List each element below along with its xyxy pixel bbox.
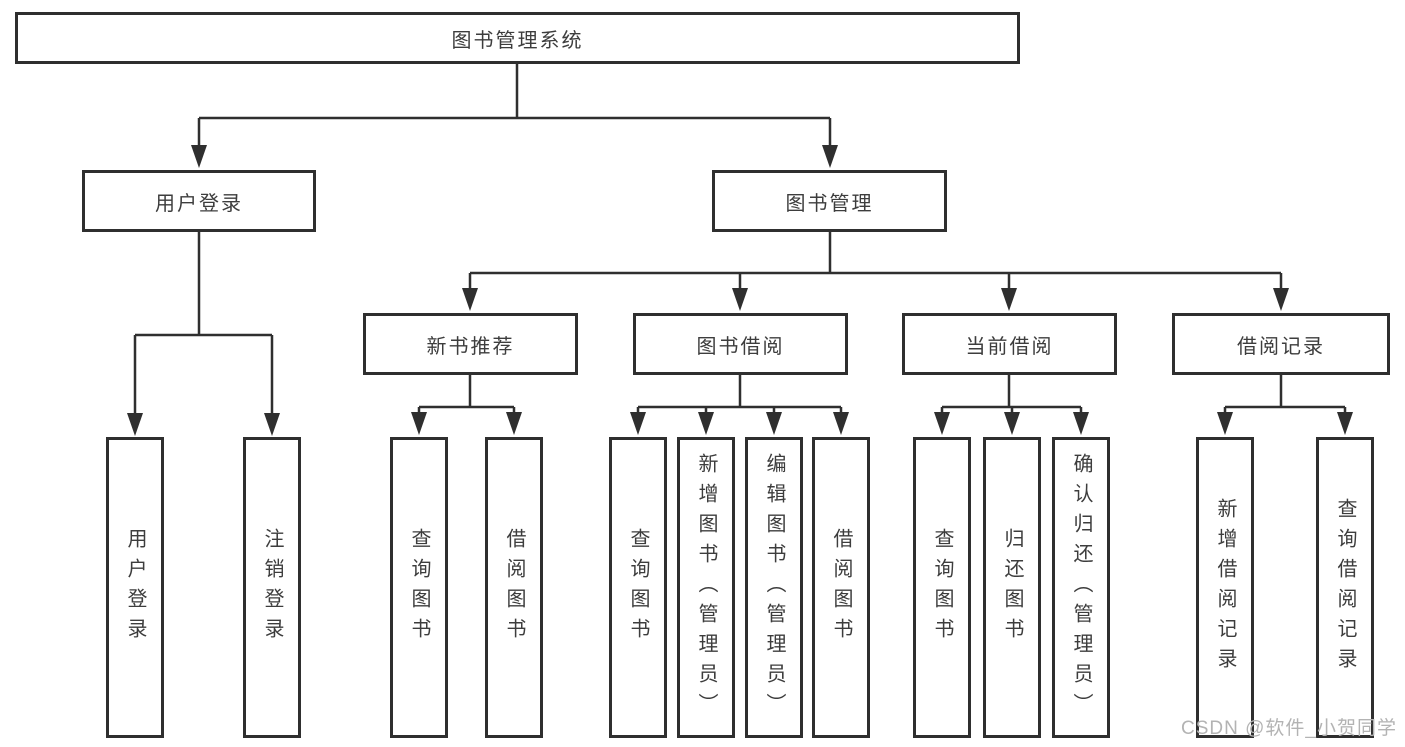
node-book-management: 图书管理 — [712, 170, 947, 232]
leaf-logout-login: 注销登录 — [243, 437, 301, 738]
leaf-query-book-recommend-label: 查询图书 — [408, 527, 430, 648]
leaf-confirm-return-admin: 确认归还（管理员） — [1052, 437, 1110, 738]
leaf-borrow-book-borrow-label: 借阅图书 — [830, 527, 852, 648]
leaf-add-book-admin-label: 新增图书（管理员） — [695, 452, 717, 723]
leaf-query-borrow-record: 查询借阅记录 — [1316, 437, 1374, 738]
leaf-logout-login-label: 注销登录 — [261, 527, 283, 648]
leaf-return-book: 归还图书 — [983, 437, 1041, 738]
leaf-query-book-current-label: 查询图书 — [931, 527, 953, 648]
node-borrow-record: 借阅记录 — [1172, 313, 1390, 375]
watermark: CSDN @软件_小贺同学 — [1181, 718, 1397, 739]
leaf-edit-book-admin: 编辑图书（管理员） — [745, 437, 803, 738]
leaf-add-borrow-record: 新增借阅记录 — [1196, 437, 1254, 738]
leaf-borrow-book-recommend: 借阅图书 — [485, 437, 543, 738]
node-book-borrow-label: 图书借阅 — [696, 335, 785, 358]
leaf-borrow-book-recommend-label: 借阅图书 — [503, 527, 525, 648]
node-user-login: 用户登录 — [82, 170, 316, 232]
leaf-confirm-return-admin-label: 确认归还（管理员） — [1070, 452, 1092, 723]
node-current-borrow: 当前借阅 — [902, 313, 1117, 375]
leaf-query-book-borrow: 查询图书 — [609, 437, 667, 738]
node-new-book-recommend-label: 新书推荐 — [426, 335, 515, 358]
leaf-query-borrow-record-label: 查询借阅记录 — [1334, 497, 1356, 678]
leaf-borrow-book-borrow: 借阅图书 — [812, 437, 870, 738]
leaf-return-book-label: 归还图书 — [1001, 527, 1023, 648]
node-book-borrow: 图书借阅 — [633, 313, 848, 375]
leaf-user-login: 用户登录 — [106, 437, 164, 738]
node-current-borrow-label: 当前借阅 — [965, 335, 1054, 358]
leaf-edit-book-admin-label: 编辑图书（管理员） — [763, 452, 785, 723]
node-user-login-label: 用户登录 — [155, 192, 243, 215]
leaf-query-book-recommend: 查询图书 — [390, 437, 448, 738]
node-root: 图书管理系统 — [15, 12, 1020, 64]
node-borrow-record-label: 借阅记录 — [1237, 335, 1325, 358]
node-root-label: 图书管理系统 — [451, 29, 584, 52]
leaf-add-borrow-record-label: 新增借阅记录 — [1214, 497, 1236, 678]
leaf-add-book-admin: 新增图书（管理员） — [677, 437, 735, 738]
leaf-query-book-borrow-label: 查询图书 — [627, 527, 649, 648]
leaf-user-login-label: 用户登录 — [124, 527, 146, 648]
node-new-book-recommend: 新书推荐 — [363, 313, 578, 375]
node-book-management-label: 图书管理 — [785, 192, 874, 215]
leaf-query-book-current: 查询图书 — [913, 437, 971, 738]
